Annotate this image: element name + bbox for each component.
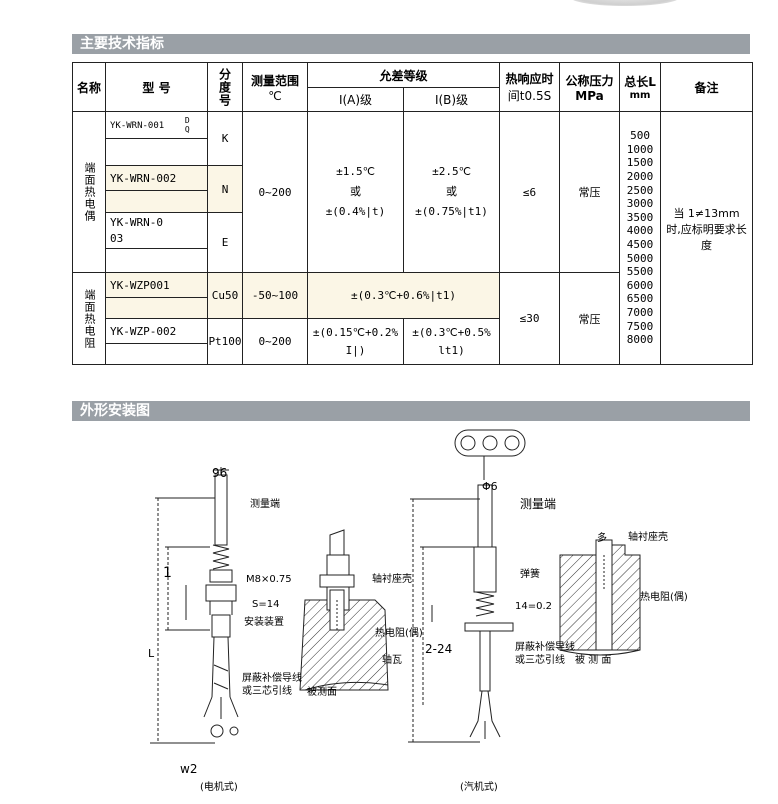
- header-remark: 备注: [660, 62, 754, 112]
- right-measured: 被 测 面: [575, 653, 611, 666]
- right-caption: (汽机式): [460, 780, 498, 793]
- length-value: 3000: [626, 197, 654, 211]
- length-value: 4000: [626, 224, 654, 238]
- tc-grade-k: K: [207, 111, 243, 166]
- rtd-name: 端面热电阻: [72, 272, 106, 365]
- right-dim-top: Φ6: [482, 480, 498, 493]
- top-decoration: [570, 0, 680, 6]
- right-small: 多: [597, 531, 607, 544]
- rtd-tol-merged: ±(0.3℃+0.6%|t1): [306, 272, 501, 319]
- tc-pressure: 常压: [559, 111, 621, 273]
- right-sensor: [408, 429, 526, 743]
- right-measure-end: 测量端: [520, 497, 556, 511]
- right-detail: [559, 539, 641, 656]
- header-model: 型 号: [105, 62, 208, 112]
- left-detail: [299, 529, 389, 691]
- length-value: 8000: [626, 333, 654, 347]
- left-thread: M8×0.75: [246, 574, 292, 585]
- length-value: 6000: [626, 278, 654, 292]
- header-tolerance: 允差等级: [306, 62, 501, 88]
- section-title-install: 外形安装图: [72, 401, 750, 421]
- header-class-b: I(B)级: [402, 87, 501, 112]
- rtd-tol-b: ±(0.3℃+0.5% lt1): [402, 318, 501, 365]
- right-dim-14: 14=0.2: [515, 601, 552, 612]
- rtd-pressure: 常压: [559, 272, 621, 365]
- length-value: 4500: [626, 238, 654, 251]
- rtd-response: ≤30: [499, 272, 561, 365]
- tc-model-2-blank: [105, 190, 208, 213]
- rtd-range-2: 0~200: [242, 318, 308, 365]
- header-range: 测量范围℃: [242, 62, 308, 112]
- rtd-model-1-blank: [105, 297, 208, 319]
- left-sensor: [150, 467, 239, 744]
- left-L-label: L: [148, 647, 155, 660]
- rtd-range-1: -50~100: [242, 272, 308, 319]
- length-value: 2500: [626, 183, 654, 197]
- length-value: 3500: [626, 210, 654, 224]
- left-tile: 轴瓦: [382, 653, 402, 666]
- left-l-label: 1: [163, 565, 172, 581]
- tc-model-3: YK-WRN-003: [105, 212, 208, 249]
- right-spring: 弹簧: [520, 567, 540, 580]
- rtd-grade-cu: Cu50: [207, 272, 243, 319]
- right-cable-1: 屏蔽补偿导线: [515, 640, 575, 653]
- length-value: 5000: [626, 251, 654, 265]
- tc-response: ≤6: [499, 111, 561, 273]
- installation-drawing: 96 测量端 M8×0.75 S=14 安装装置 1 L 屏蔽补偿导线 或三芯引…: [148, 429, 688, 793]
- length-value: 2000: [626, 170, 654, 184]
- rtd-grade-pt: Pt100: [207, 318, 243, 365]
- thermocouple-name: 端面热电偶: [72, 111, 106, 273]
- right-dim-224: 2-24: [425, 642, 452, 656]
- right-bush: 轴衬座壳: [628, 530, 668, 543]
- length-value: 500: [630, 129, 650, 143]
- section-title-specs: 主要技术指标: [72, 34, 750, 54]
- header-response: 热响应时间t0.5S: [499, 62, 561, 112]
- left-w2: w2: [180, 762, 197, 776]
- left-cable-1: 屏蔽补偿导线: [242, 671, 302, 684]
- tc-grade-e: E: [207, 212, 243, 273]
- left-mount: 安装装置: [244, 615, 284, 628]
- left-measure-end: 测量端: [250, 497, 280, 510]
- tc-model-1-blank: [105, 138, 208, 166]
- left-cable-2: 或三芯引线: [242, 684, 292, 697]
- length-value: 5500: [626, 265, 654, 279]
- tc-range: 0~200: [242, 111, 308, 273]
- rtd-tol-a: ±(0.15℃+0.2% I|): [307, 318, 404, 365]
- right-sensor-label: 热电阻(偶): [640, 590, 688, 603]
- left-caption: (电机式): [200, 780, 238, 793]
- length-value: 6500: [626, 292, 654, 306]
- header-name: 名称: [72, 62, 106, 112]
- left-dim-top: 96: [212, 466, 227, 480]
- rtd-model-2: YK-WZP-002: [105, 318, 208, 344]
- rtd-model-2-blank: [105, 343, 208, 365]
- right-cable-2: 或三芯引线: [515, 653, 565, 666]
- left-measured: 被测面: [307, 685, 337, 698]
- left-wrench: S=14: [252, 599, 279, 610]
- tc-grade-n: N: [207, 165, 243, 213]
- rtd-model-1: YK-WZP001: [105, 272, 208, 298]
- header-grade: 分度号: [207, 62, 243, 112]
- length-value: 7000: [626, 305, 654, 319]
- header-class-a: I(A)级: [307, 87, 404, 112]
- remark: 当 1≠13mm 时,应标明要求长度: [660, 111, 754, 365]
- tc-model-2: YK-WRN-002: [105, 165, 208, 191]
- length-value: 1500: [626, 156, 654, 170]
- left-bush: 轴衬座壳: [372, 572, 412, 585]
- length-value: 1000: [626, 142, 654, 156]
- length-value: 7500: [626, 319, 654, 333]
- tc-model-3-blank: [105, 248, 208, 273]
- left-sensor-label: 热电阻(偶): [375, 626, 423, 639]
